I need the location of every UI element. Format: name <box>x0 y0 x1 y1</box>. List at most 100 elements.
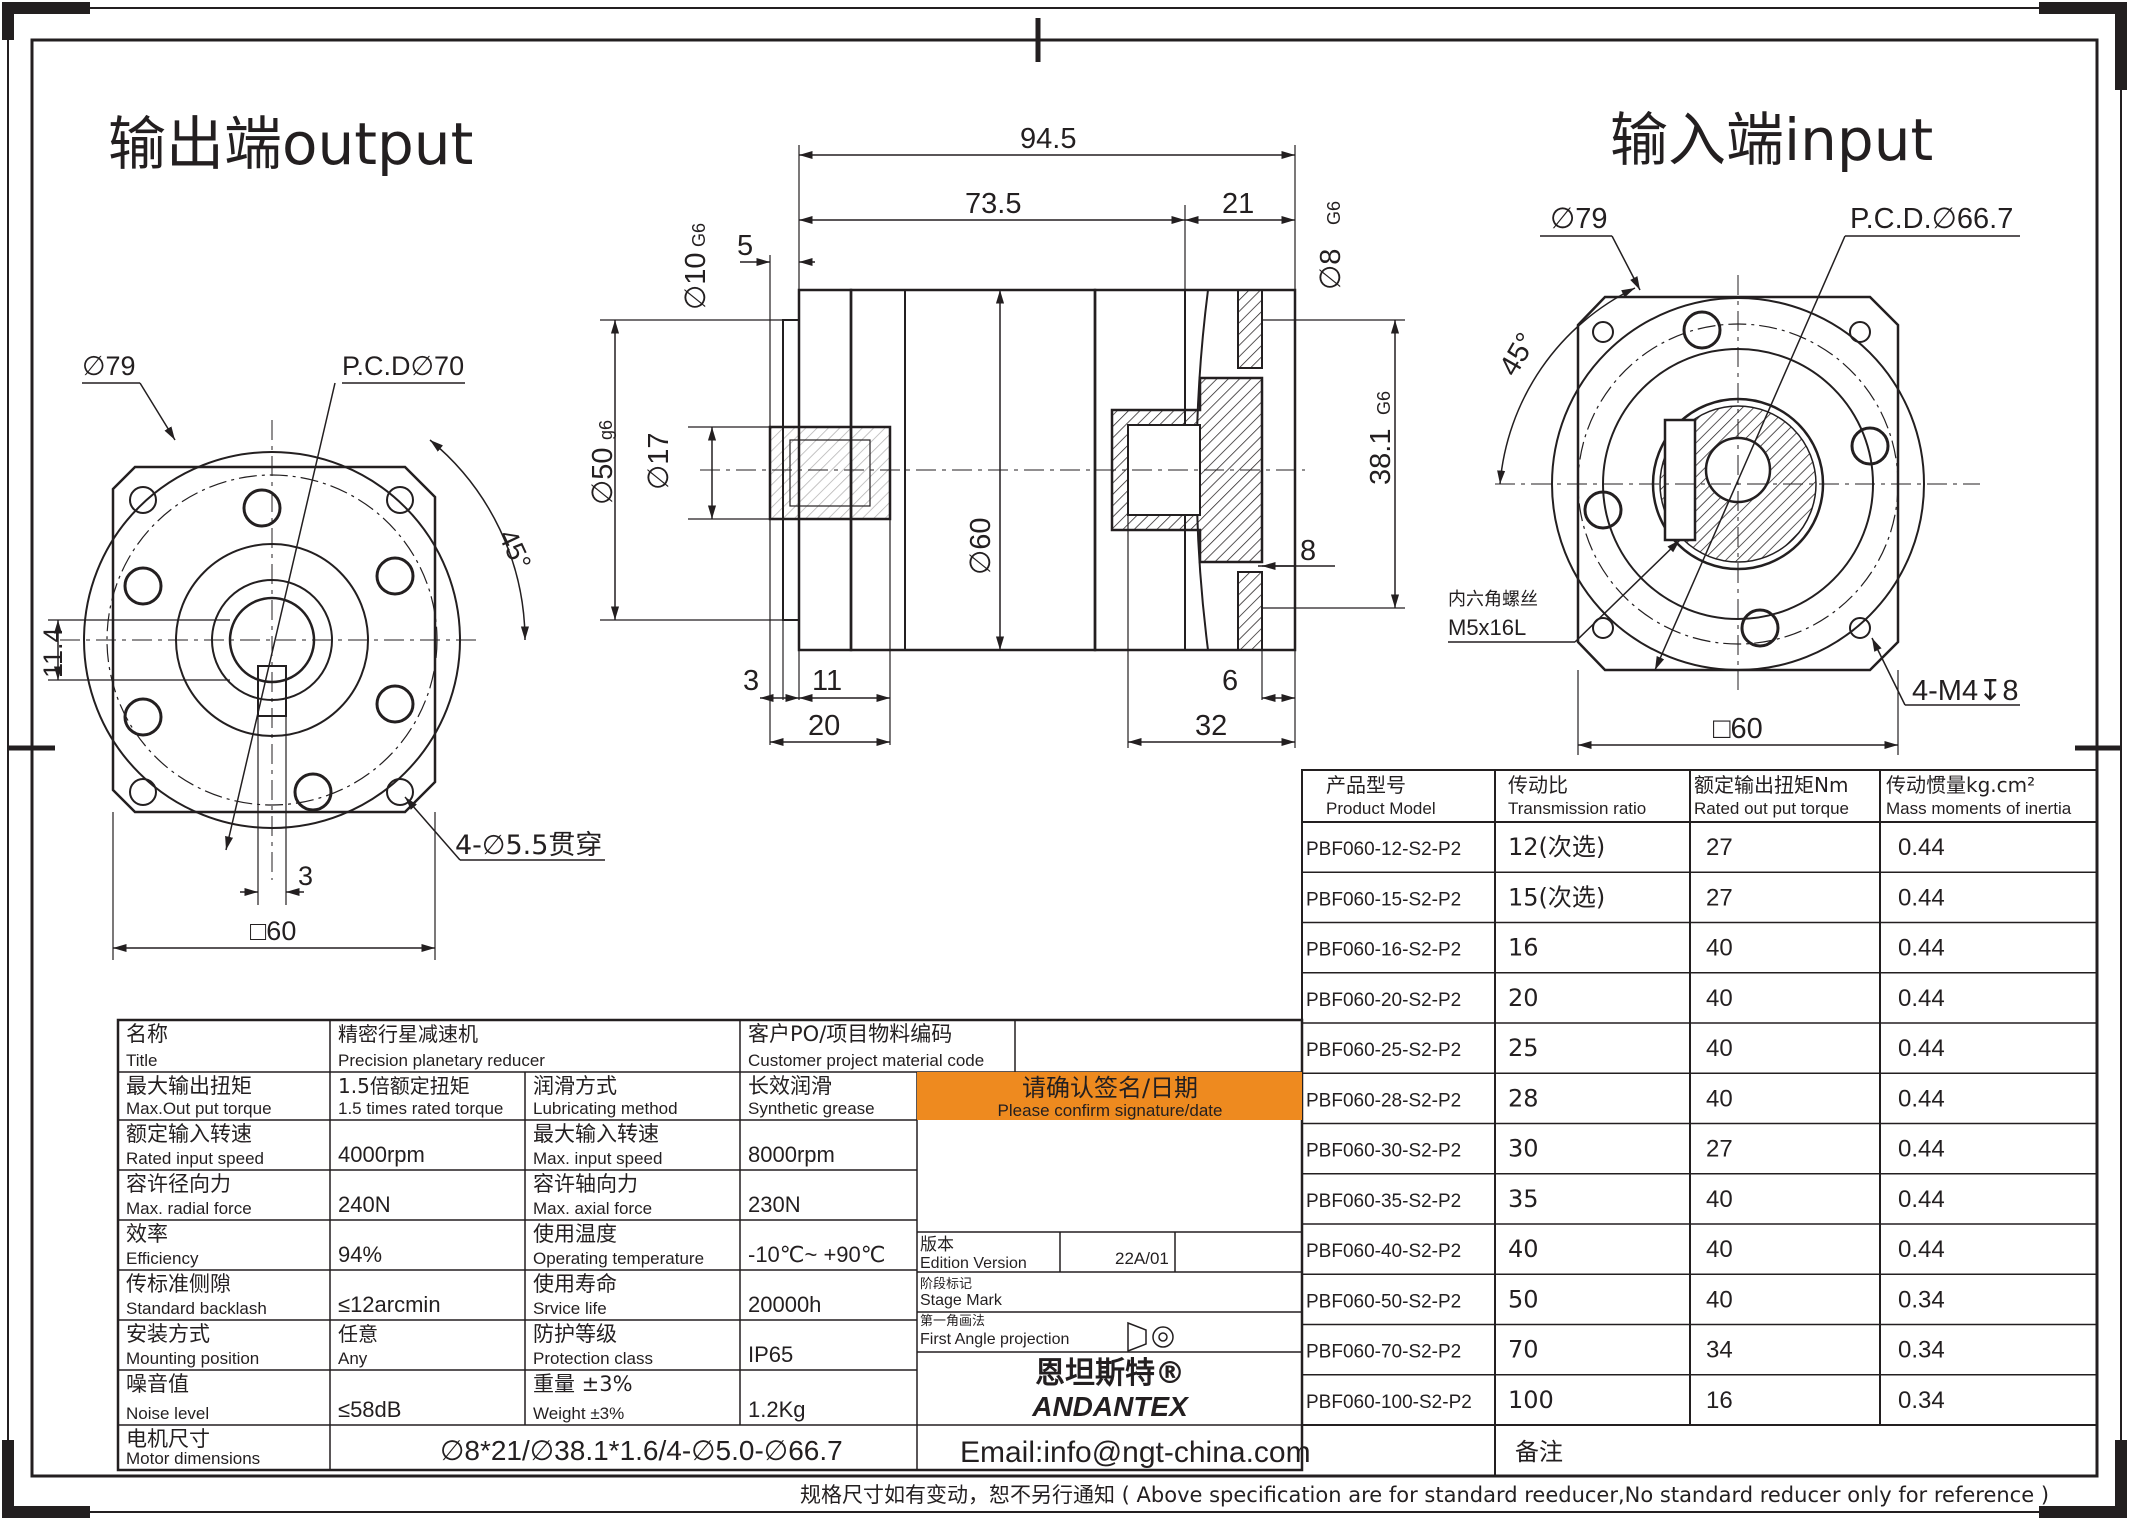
model-cell: 34 <box>1706 1337 1733 1364</box>
model-cell: 40 <box>1706 1236 1733 1263</box>
input-dim-square: □60 <box>1713 713 1763 745</box>
model-cell: PBF060-15-S2-P2 <box>1306 889 1461 910</box>
spec-value: 4000rpm <box>338 1142 425 1167</box>
model-cell: 40 <box>1706 935 1733 962</box>
side-dim-motor-shaft: ∅8 <box>1315 249 1347 290</box>
model-cell: 40 <box>1706 1035 1733 1062</box>
spec-key-cn: 最大输出扭矩 <box>126 1074 252 1098</box>
spec-value-cn: 精密行星减速机 <box>338 1022 478 1046</box>
input-dim-od: ∅79 <box>1550 203 1608 235</box>
spec-key2-cn: 客户PO/项目物料编码 <box>748 1022 952 1046</box>
output-heading: 输出端output <box>108 110 473 178</box>
model-row: PBF060-16-S2-P2 16 40 0.44 <box>1306 934 1945 962</box>
model-cell: PBF060-12-S2-P2 <box>1306 839 1461 860</box>
model-cell: 40 <box>1706 1186 1733 1213</box>
first-angle-projection-icon <box>1127 1321 1174 1353</box>
model-cell: 0.34 <box>1898 1337 1945 1364</box>
model-cell: 35 <box>1508 1185 1539 1213</box>
input-dim-angle: 45° <box>1493 328 1543 382</box>
model-cell: PBF060-20-S2-P2 <box>1306 990 1461 1011</box>
remarks: 备注 <box>1515 1438 1563 1466</box>
side-view: 94.5 73.5 21 5 ∅10 G6 ∅50 g6 ∅17 ∅60 ∅8 … <box>587 123 1405 748</box>
model-header-en: Mass moments of inertia <box>1886 799 2072 818</box>
spec-value2: 8000rpm <box>748 1142 835 1167</box>
stage-cn: 阶段标记 <box>920 1277 972 1292</box>
spec-key2-en: Max. input speed <box>533 1149 662 1168</box>
model-cell: 27 <box>1706 1136 1733 1163</box>
spec-value: ∅8*21/∅38.1*1.6/4-∅5.0-∅66.7 <box>440 1435 843 1466</box>
side-dim-pilot-step: 5 <box>737 230 753 262</box>
spec-key-en: Max. radial force <box>126 1199 252 1218</box>
side-dim-total: 94.5 <box>1020 123 1076 155</box>
input-clamp-screw <box>1663 418 1697 542</box>
model-header-en: Product Model <box>1326 799 1436 818</box>
spec-key-en: Title <box>126 1051 158 1070</box>
side-dim-32: 32 <box>1195 710 1227 742</box>
spec-key-cn: 传标准侧隙 <box>126 1272 231 1296</box>
spec-value-cn: 1.5倍额定扭矩 <box>338 1074 470 1098</box>
model-header-en: Rated out put torque <box>1694 799 1849 818</box>
model-cell: 0.34 <box>1898 1387 1945 1414</box>
side-dim-shaft-tol: ∅10 <box>680 252 712 310</box>
model-cell: PBF060-40-S2-P2 <box>1306 1241 1461 1262</box>
output-dim-angle: 45° <box>493 525 537 575</box>
model-cell: 16 <box>1706 1387 1733 1414</box>
projection-en: First Angle projection <box>920 1331 1069 1348</box>
model-cell: 15(次选) <box>1508 883 1605 911</box>
model-header-cn: 传动比 <box>1508 773 1568 797</box>
spec-key2-cn: 防护等级 <box>533 1322 617 1346</box>
spec-value: 94% <box>338 1242 382 1267</box>
model-cell: 0.44 <box>1898 834 1945 861</box>
side-dim-motor-pilot: 38.1 <box>1365 429 1397 485</box>
model-cell: 0.44 <box>1898 935 1945 962</box>
side-dim-body: 73.5 <box>965 188 1021 220</box>
model-cell: 0.44 <box>1898 1035 1945 1062</box>
spec-key-cn: 安装方式 <box>126 1322 210 1346</box>
spec-value: ≤58dB <box>338 1397 401 1422</box>
model-header-cn: 产品型号 <box>1326 773 1406 797</box>
side-dim-shaft-tol-sup: G6 <box>689 223 709 247</box>
email: Email:info@ngt-china.com <box>960 1436 1311 1469</box>
side-dim-spigot-sub: g6 <box>596 420 616 440</box>
spec-value2: 230N <box>748 1192 801 1217</box>
spec-key-cn: 容许径向力 <box>126 1172 231 1196</box>
input-heading: 输入端input <box>1610 106 1933 174</box>
model-cell: 27 <box>1706 834 1733 861</box>
model-cell: 100 <box>1508 1386 1554 1414</box>
spec-key-cn: 名称 <box>126 1022 168 1046</box>
side-dim-spigot: ∅50 <box>587 447 619 505</box>
spec-value2-en: Synthetic grease <box>748 1099 875 1118</box>
spec-value2: 20000h <box>748 1292 821 1317</box>
model-cell: PBF060-16-S2-P2 <box>1306 940 1461 961</box>
spec-key2-en: Customer project material code <box>748 1051 984 1070</box>
output-dim-od: ∅79 <box>82 351 136 381</box>
model-cell: 30 <box>1508 1135 1539 1163</box>
model-cell: 20 <box>1508 984 1539 1012</box>
spec-key-en: Mounting position <box>126 1349 259 1368</box>
spec-value-en: Any <box>338 1349 368 1368</box>
model-cell: 28 <box>1508 1084 1539 1112</box>
brand-en: ANDANTEX <box>1031 1391 1190 1422</box>
side-dim-depth-8: 8 <box>1300 535 1316 567</box>
spec-key-en: Rated input speed <box>126 1149 264 1168</box>
input-dim-thread: 4-M4↧8 <box>1912 675 2019 707</box>
side-dim-input-len: 21 <box>1222 188 1254 220</box>
model-cell: 16 <box>1508 934 1539 962</box>
spec-key2-cn: 润滑方式 <box>533 1074 617 1098</box>
spec-key2-en: Lubricating method <box>533 1099 678 1118</box>
confirm-banner <box>917 1072 1302 1120</box>
spec-key2-en: Weight ±3% <box>533 1404 624 1423</box>
spec-key2-en: Srvice life <box>533 1299 607 1318</box>
spec-key-cn: 效率 <box>126 1222 168 1246</box>
spec-value2: -10℃~ +90℃ <box>748 1242 886 1267</box>
model-cell: 40 <box>1706 1286 1733 1313</box>
spec-key-cn: 额定输入转速 <box>126 1122 252 1146</box>
